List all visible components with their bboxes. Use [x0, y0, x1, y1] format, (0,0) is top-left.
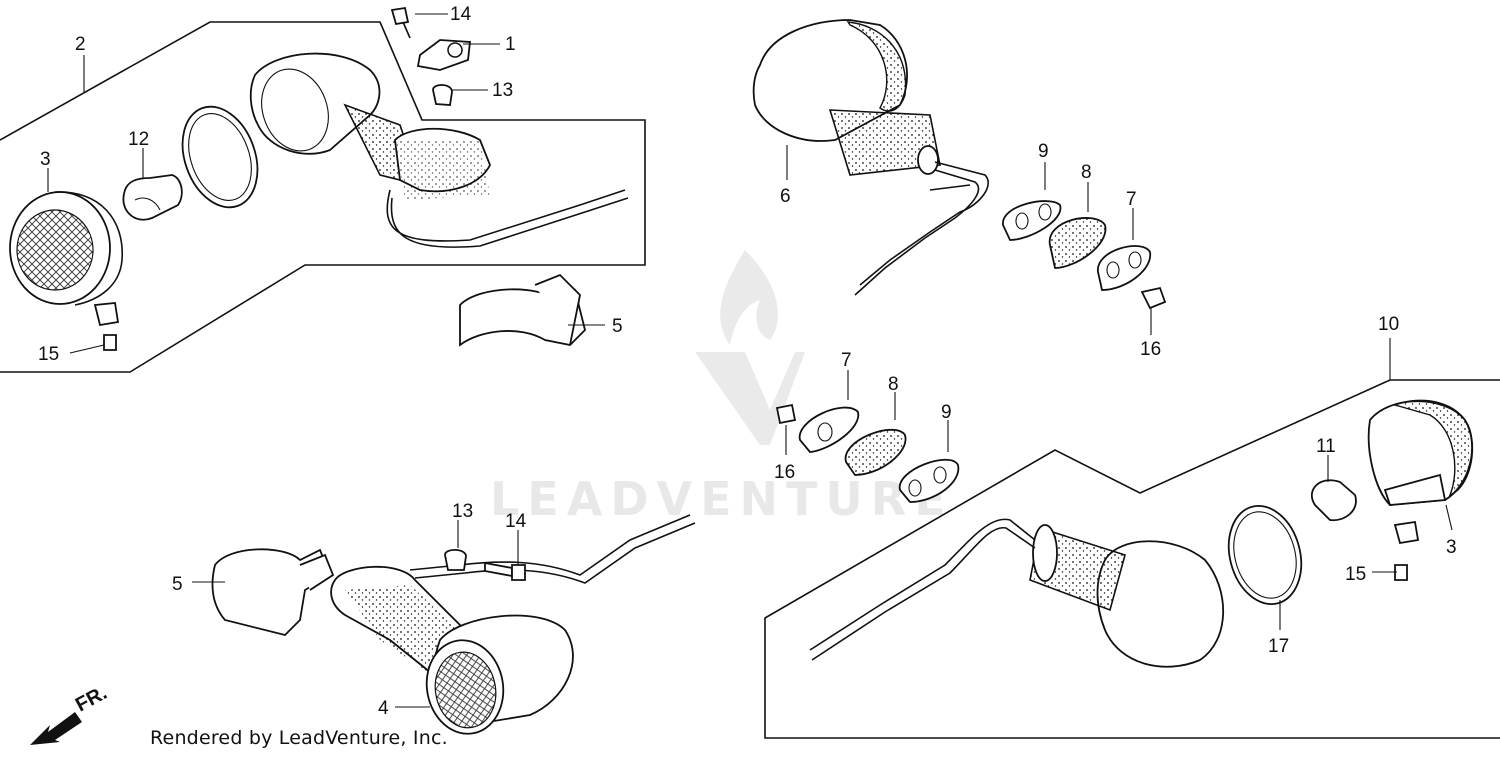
- grommet-set-lower: [775, 403, 960, 503]
- callout-13: 13: [452, 501, 473, 522]
- watermark-logo: [695, 250, 805, 445]
- callout-5: 5: [172, 574, 183, 595]
- callout-11: 11: [1316, 436, 1336, 457]
- clamp-bracket-parts: [390, 6, 471, 106]
- callout-14: 14: [450, 4, 472, 25]
- callout-5: 5: [612, 316, 623, 337]
- callout-3: 3: [1446, 537, 1457, 558]
- leader-lines: [47, 13, 1453, 708]
- callout-13: 13: [492, 80, 513, 101]
- callout-7: 7: [1126, 189, 1137, 210]
- callout-4: 4: [378, 698, 389, 719]
- callout-1: 1: [505, 34, 516, 55]
- callout-3: 3: [40, 149, 51, 170]
- footer-credit: Rendered by LeadVenture, Inc.: [150, 727, 448, 749]
- callout-7: 7: [841, 350, 852, 371]
- callout-12: 12: [128, 129, 149, 150]
- callout-17: 17: [1268, 636, 1289, 657]
- callout-6: 6: [780, 186, 791, 207]
- callout-15: 15: [1345, 564, 1366, 585]
- callout-labels: 2 3 12 14 1 13 15 5 6 9 8 7 16 10 7 8 9 …: [38, 4, 1457, 719]
- watermark-text: LEADVENTURE: [490, 472, 954, 526]
- clamp-cover-5-upper: [459, 273, 586, 347]
- callout-8: 8: [1081, 162, 1092, 183]
- callout-15: 15: [38, 344, 59, 365]
- front-direction-arrow: [30, 712, 82, 745]
- callout-16: 16: [774, 462, 795, 483]
- grommet-set-upper: [1002, 200, 1167, 310]
- rear-turn-signal-assembly-10: [764, 379, 1500, 739]
- front-indicator-label: FR.: [72, 682, 111, 717]
- callout-9: 9: [1038, 141, 1049, 162]
- callout-10: 10: [1378, 314, 1399, 335]
- callout-14: 14: [505, 511, 527, 532]
- callout-16: 16: [1140, 339, 1161, 360]
- front-left-turn-signal-assembly: [0, 21, 646, 373]
- callout-9: 9: [941, 402, 952, 423]
- callout-2: 2: [75, 34, 86, 55]
- callout-8: 8: [888, 374, 899, 395]
- front-right-turn-signal-4: [211, 514, 696, 735]
- rear-turn-signal-6: [752, 19, 989, 296]
